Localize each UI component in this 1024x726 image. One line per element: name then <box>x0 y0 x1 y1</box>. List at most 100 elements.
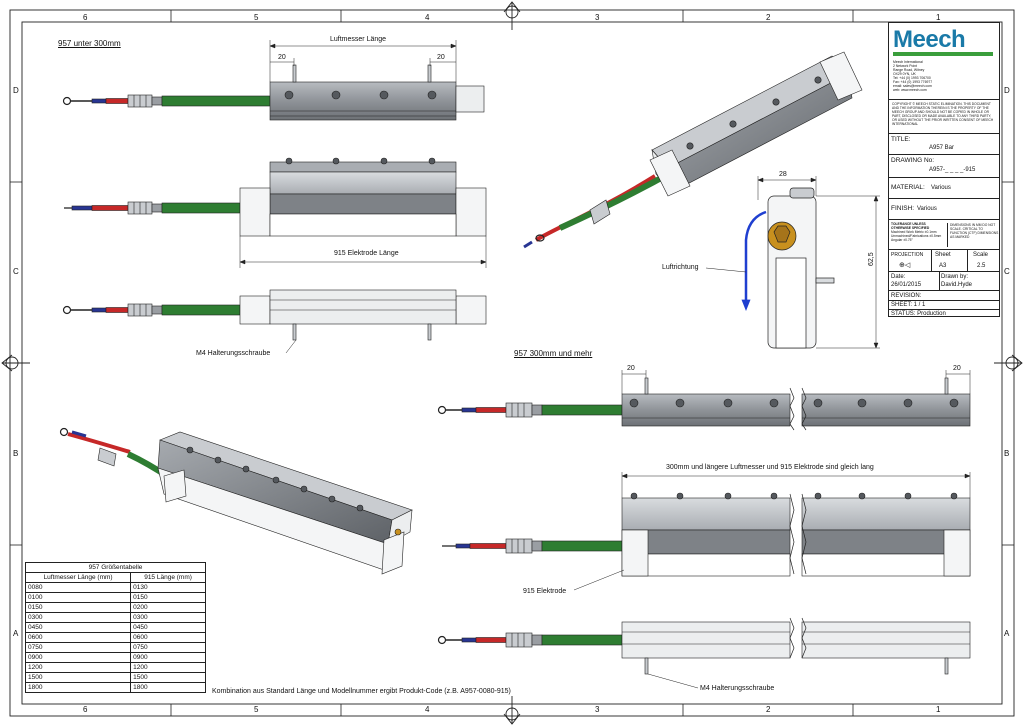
dimension-20-long <box>621 370 971 394</box>
table-cell: 1800 <box>130 682 206 693</box>
address-line: email: sales@meech.com <box>893 84 932 88</box>
zone-label-right-row-a: A <box>1004 629 1010 638</box>
table-cell: 0900 <box>24 652 132 663</box>
table-cell: 0600 <box>130 632 206 643</box>
table-cell: 0750 <box>24 642 132 653</box>
zone-label-bottom-col-3: 3 <box>595 705 600 714</box>
view-front-long <box>442 492 971 577</box>
zone-ticks <box>10 10 1014 716</box>
table-cell: 1200 <box>24 662 132 673</box>
copyright-text: COPYRIGHT © MEECH STATIC ELIMINATION. TH… <box>892 102 994 126</box>
sheet-row: SHEET: 1 / 1 <box>889 300 999 309</box>
divider <box>939 272 940 291</box>
sheet-label: Sheet <box>935 252 951 258</box>
dim-20-right: 20 <box>437 54 445 61</box>
label-gleich-lang: 300mm und längere Luftmesser und 915 Ele… <box>666 464 874 471</box>
break-marks <box>789 387 807 659</box>
drawn-value: David.Hyde <box>941 282 973 288</box>
tolerance-line: Machined Work Metric ±0.1mm <box>891 230 937 234</box>
tolerance-line: Unmachined/Fabrications ±0.5mm <box>891 234 942 238</box>
title-label: TITLE: <box>891 136 911 143</box>
dim-20-long-right: 20 <box>953 365 961 372</box>
table-cell: 0100 <box>24 592 132 603</box>
dimension-elektrode <box>239 236 487 268</box>
label-luftmesser-laenge: Luftmesser Länge <box>330 36 387 43</box>
view-bottom-long <box>437 621 971 689</box>
table-cell: 0150 <box>24 602 132 613</box>
table-cell: 1800 <box>24 682 132 693</box>
status-row: STATUS: Production <box>889 309 999 317</box>
zone-label-row-b: B <box>13 449 19 458</box>
date-row: Date: 26/01/2015 Drawn by: David.Hyde <box>889 271 999 291</box>
table-cell: 0600 <box>24 632 132 643</box>
tolerance-head: TOLERANCE UNLESS OTHERWISE SPECIFIED <box>891 222 930 230</box>
table-cell: 0900 <box>130 652 206 663</box>
view-iso-right <box>523 51 863 249</box>
address-line: Range Road, Witney <box>893 68 925 72</box>
title-value: A957 Bar <box>929 145 955 151</box>
dim-28: 28 <box>779 171 787 178</box>
title-row: TITLE: A957 Bar <box>889 133 999 154</box>
view-front-short <box>64 157 487 237</box>
scale-label: Scale <box>973 252 989 258</box>
zone-label-row-c: C <box>13 267 19 276</box>
table-cell: 0450 <box>130 622 206 633</box>
size-table-header-915: 915 Länge (mm) <box>130 572 206 583</box>
divider <box>967 250 968 272</box>
zone-label-bottom-col-1: 1 <box>936 705 941 714</box>
title-block: Meech Meech International 2 Network Poin… <box>888 22 1000 317</box>
drawing-value: A957-_ _ _ _-915 <box>929 167 976 173</box>
dimension-section <box>705 176 880 349</box>
tolerance-row: TOLERANCE UNLESS OTHERWISE SPECIFIED Mac… <box>889 219 999 249</box>
sheet-number: SHEET: 1 / 1 <box>891 302 926 308</box>
size-table-caption: 957 Größentabelle <box>25 562 206 573</box>
material-label: MATERIAL: <box>891 184 925 191</box>
company-address: Meech International 2 Network Point Rang… <box>893 60 997 92</box>
section-view <box>741 187 835 349</box>
label-luftrichtung: Luftrichtung <box>662 264 699 271</box>
zone-label-right-row-d: D <box>1004 86 1010 95</box>
view-iso-left <box>59 427 413 575</box>
zone-label-right-row-c: C <box>1004 267 1010 276</box>
zone-label-bottom-col-6: 6 <box>83 705 88 714</box>
heading-300-and-more: 957 300mm und mehr <box>514 349 593 358</box>
zone-label-col-2: 2 <box>766 13 771 22</box>
tolerance-block: TOLERANCE UNLESS OTHERWISE SPECIFIED Mac… <box>891 222 943 242</box>
finish-value: Various <box>917 206 937 212</box>
zone-label-col-3: 3 <box>595 13 600 22</box>
view-bottom-short <box>62 289 487 341</box>
label-halterung-left: M4 Halterungsschraube <box>196 350 271 357</box>
zone-label-col-6: 6 <box>83 13 88 22</box>
table-cell: 0150 <box>130 592 206 603</box>
zone-label-bottom-col-5: 5 <box>254 705 259 714</box>
date-label: Date: <box>891 274 906 280</box>
view-top-short <box>62 64 485 121</box>
dim-62-5: 62,5 <box>868 252 875 266</box>
footnote: Kombination aus Standard Länge und Model… <box>212 688 511 695</box>
address-line: Fax: +44 (0) 1993 776977 <box>893 80 933 84</box>
status-value: STATUS: Production <box>891 311 946 317</box>
copyright-row: COPYRIGHT © MEECH STATIC ELIMINATION. TH… <box>889 99 999 133</box>
dim-20-long-left: 20 <box>627 365 635 372</box>
table-cell: 0200 <box>130 602 206 613</box>
label-elektrode-915: 915 Elektrode <box>523 588 567 595</box>
finish-row: FINISH: Various <box>889 198 999 219</box>
table-cell: 0300 <box>24 612 132 623</box>
zone-label-col-1: 1 <box>936 13 941 22</box>
zone-label-right-row-b: B <box>1004 449 1010 458</box>
zone-label-bottom-col-2: 2 <box>766 705 771 714</box>
material-value: Various <box>931 185 951 191</box>
address-line: OX29 0YN, UK <box>893 72 916 76</box>
dimension-luftmesser <box>269 40 457 82</box>
projection-icon: ⊕◁ <box>899 262 911 269</box>
table-cell: 1500 <box>130 672 206 683</box>
